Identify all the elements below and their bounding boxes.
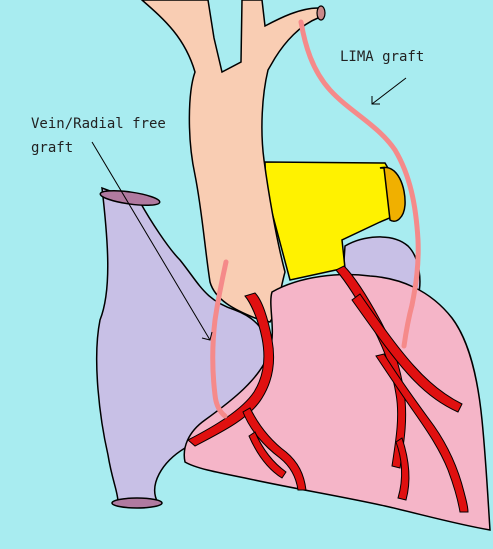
rca-marginal-branch — [242, 407, 307, 491]
vein-pointer-arrowhead — [201, 331, 213, 341]
pointer-lines — [91, 77, 407, 341]
rca-branch-2 — [248, 431, 287, 479]
vein-radial-graft-label-line2: graft — [31, 140, 74, 156]
right-coronary-artery — [187, 292, 275, 447]
vein-pointer-line — [91, 141, 211, 341]
ivc-opening — [111, 497, 163, 509]
lima-pointer-arrowhead — [371, 96, 380, 105]
circumflex-branch — [375, 353, 469, 513]
heart-ventricles — [183, 273, 491, 531]
aorta-branch-cap — [316, 5, 326, 21]
vein-radial-graft — [210, 259, 229, 419]
lima-graft-label: LIMA graft — [340, 49, 425, 65]
lima-graft-distal — [401, 302, 415, 349]
pulmonary-artery-rim — [379, 166, 406, 222]
lad-tip-branch — [395, 437, 410, 501]
diagonal-branch — [351, 293, 463, 413]
lima-pointer-line — [371, 77, 407, 105]
vein-radial-graft-label: Vein/Radial free — [31, 116, 166, 132]
lima-graft — [298, 19, 421, 308]
coronary-arteries — [187, 265, 469, 513]
